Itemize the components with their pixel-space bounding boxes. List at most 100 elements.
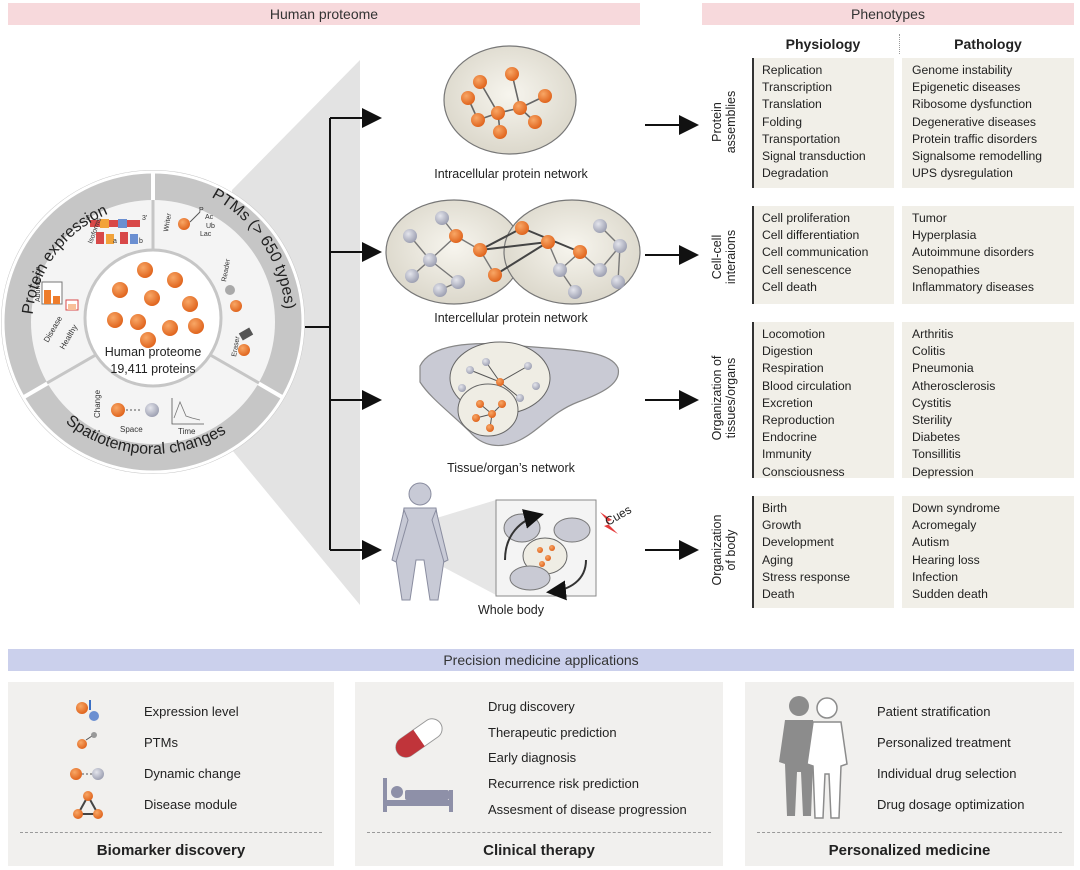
mod-p-label: P xyxy=(199,207,204,214)
intercellular-network xyxy=(385,199,641,305)
dynamic-change-icon xyxy=(70,768,104,780)
clinical-item: Drug discovery xyxy=(488,699,575,714)
ptm-icon xyxy=(77,732,97,749)
change-label: Change xyxy=(93,389,102,418)
personalized-title: Personalized medicine xyxy=(828,842,991,859)
intracellular-network xyxy=(443,45,577,155)
clinical-therapy-panel: Drug discovery Therapeutic prediction Ea… xyxy=(355,682,723,866)
personalized-item: Patient stratification xyxy=(877,704,991,719)
pill-icon xyxy=(395,718,443,758)
mod-ub-label: Ub xyxy=(206,223,215,230)
phys-1-item: Transportation xyxy=(762,131,841,146)
isoform-b-label: b xyxy=(139,238,143,245)
path-1-item: Genome instability xyxy=(912,63,1013,77)
biomarker-divider xyxy=(20,832,322,833)
phys-2-item: Cell senescence xyxy=(762,262,852,277)
path-2-item: Inflammatory diseases xyxy=(912,279,1034,294)
mod-ac-label: Ac xyxy=(205,214,214,221)
mod-lac-label: Lac xyxy=(200,231,212,238)
path-3-item: Depression xyxy=(912,464,974,479)
reader-label: Reader xyxy=(221,258,232,282)
path-1-item: UPS dysregulation xyxy=(912,166,1013,181)
phys-1-item: Folding xyxy=(762,114,802,129)
ptm-illustration: Writer P Ac Ub Lac Reader Eraser xyxy=(163,207,254,357)
phys-2-item: Cell differentiation xyxy=(762,228,860,243)
people-icon xyxy=(779,696,848,819)
cues-label: Cues xyxy=(603,502,634,528)
writer-label: Writer xyxy=(163,212,173,232)
center-count: 19,411 proteins xyxy=(110,362,195,376)
eraser-label: Eraser xyxy=(231,335,242,357)
tissue-caption: Tissue/organ’s network xyxy=(447,461,576,475)
clinical-item: Early diagnosis xyxy=(488,750,577,765)
physiology-list-2: Cell proliferation Cell differentiation … xyxy=(752,206,894,304)
path-1-item: Signalsome remodelling xyxy=(912,149,1043,164)
disease-module-icon xyxy=(73,791,103,819)
phys-1-item: Transcription xyxy=(762,80,832,95)
personalized-item: Individual drug selection xyxy=(877,766,1017,781)
path-2-item: Tumor xyxy=(912,211,947,225)
physiology-header: Physiology xyxy=(785,36,861,52)
phys-3-item: Locomotion xyxy=(762,327,826,341)
path-3-item: Pneumonia xyxy=(912,361,974,376)
path-3-item: Sterility xyxy=(912,413,952,428)
clinical-icons xyxy=(383,718,453,812)
clinical-item: Therapeutic prediction xyxy=(488,725,617,740)
phys-3-item: Digestion xyxy=(762,344,813,359)
path-4-item: Down syndrome xyxy=(912,501,1001,515)
hospital-bed-icon xyxy=(383,778,453,812)
physiology-list-1: Replication Transcription Translation Fo… xyxy=(752,58,894,188)
phys-3-item: Immunity xyxy=(762,447,812,462)
path-2-item: Autoimmune disorders xyxy=(912,245,1034,260)
path-1-item: Ribosome dysfunction xyxy=(912,97,1032,112)
phys-3-item: Blood circulation xyxy=(762,378,852,393)
human-proteome-header: Human proteome xyxy=(8,3,640,25)
space-label: Space xyxy=(120,425,143,434)
phys-1-item: Replication xyxy=(762,63,823,77)
phenotypes-header-text: Phenotypes xyxy=(851,6,925,22)
path-1-item: Protein traffic disorders xyxy=(912,131,1038,146)
clinical-item: Assesment of disease progression xyxy=(488,802,687,817)
path-2-item: Hyperplasia xyxy=(912,228,977,243)
clinical-item: Recurrence risk prediction xyxy=(488,776,640,791)
path-4-item: Infection xyxy=(912,569,959,584)
center-proteins xyxy=(107,262,204,348)
abundance-label: Abundance xyxy=(35,266,42,302)
phys-4-item: Growth xyxy=(762,518,802,533)
phys-3-item: Respiration xyxy=(762,361,824,376)
personalized-divider xyxy=(757,832,1062,833)
personalized-item: Drug dosage optimization xyxy=(877,797,1025,812)
phenotypes-header: Phenotypes xyxy=(702,3,1074,25)
time-label: Time xyxy=(178,427,196,436)
human-proteome-header-text: Human proteome xyxy=(269,6,379,22)
phys-1-item: Translation xyxy=(762,97,822,112)
applications-title: Precision medicine applications xyxy=(443,652,639,668)
physiology-list-4: Birth Growth Development Aging Stress re… xyxy=(752,496,894,608)
applications-bar: Precision medicine applications xyxy=(8,649,1074,671)
tissue-network xyxy=(419,341,620,447)
phys-2-item: Cell communication xyxy=(762,245,869,260)
header-divider xyxy=(899,34,900,54)
path-3-item: Atherosclerosis xyxy=(912,378,996,393)
center-title: Human proteome xyxy=(105,345,202,359)
biomarker-panel: Expression level PTMs Dynamic change Dis… xyxy=(8,682,334,866)
pathology-list-2: Tumor Hyperplasia Autoimmune disorders S… xyxy=(902,206,1074,304)
spatiotemporal-illustration: Change Space Time xyxy=(93,389,204,436)
path-4-item: Hearing loss xyxy=(912,552,980,567)
path-3-item: Tonsillitis xyxy=(912,447,961,462)
path-3-item: Diabetes xyxy=(912,430,961,445)
path-3-item: Cystitis xyxy=(912,395,952,410)
five-prime-label: 5' xyxy=(86,215,91,222)
phys-4-item: Death xyxy=(762,587,795,602)
proteome-circle: Human proteome 19,411 proteins 5' 3' a b… xyxy=(1,170,305,474)
biomarker-title: Biomarker discovery xyxy=(96,842,246,859)
phys-1-item: Signal transduction xyxy=(762,149,866,164)
phys-2-item: Cell proliferation xyxy=(762,211,851,225)
isoforms-illustration: 5' 3' a b Isoforms xyxy=(86,215,147,245)
expression-level-icon xyxy=(76,700,99,721)
biomarker-icons xyxy=(70,700,104,819)
personalized-panel: Patient stratification Personalized trea… xyxy=(745,682,1074,866)
whole-body-illustration: Cues xyxy=(391,482,634,601)
branch-arrows xyxy=(305,108,699,560)
path-1-item: Degenerative diseases xyxy=(912,114,1036,129)
